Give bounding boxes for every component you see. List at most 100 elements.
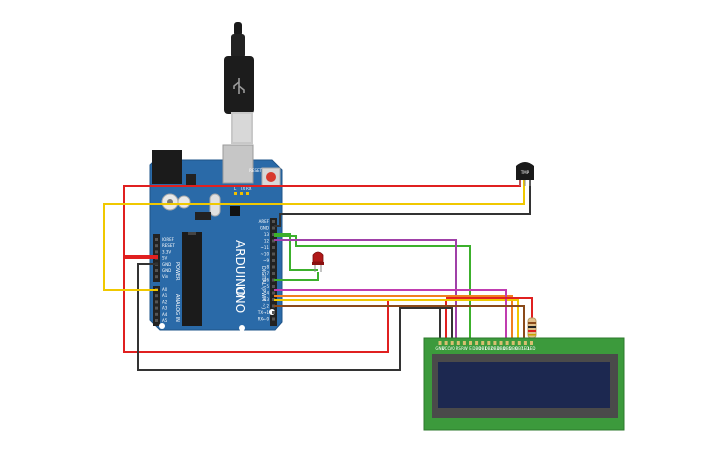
lcd-pin[interactable] [450, 341, 454, 345]
header-pin[interactable] [272, 226, 275, 230]
board-brand: ARDUINO [233, 240, 247, 297]
header-pin[interactable] [155, 250, 158, 254]
lcd-pin[interactable] [523, 341, 527, 345]
usb-port [222, 144, 254, 184]
capacitor [177, 195, 191, 209]
digital-pin-label: ~5 [263, 284, 269, 289]
header-pin[interactable] [272, 272, 275, 275]
header-pin[interactable] [272, 246, 275, 249]
lcd-pin[interactable] [481, 341, 485, 345]
lcd-pin[interactable] [444, 341, 448, 345]
power-pin-label: RESET [162, 243, 175, 248]
lcd-pin[interactable] [493, 341, 497, 345]
digital-pin-label: ~6 [263, 278, 269, 283]
header-pin[interactable] [155, 244, 158, 248]
header-pin[interactable] [272, 285, 275, 288]
lcd-pin-label: DB0 [472, 346, 481, 351]
header-pin[interactable] [155, 312, 158, 316]
header-pin[interactable] [155, 238, 158, 241]
wire-yellow-pin4[interactable] [274, 299, 519, 344]
header-pin[interactable] [155, 300, 158, 304]
power-section-label: POWER [174, 262, 180, 281]
analog-pin-label: A5 [162, 318, 168, 323]
power-pin-label: GND [162, 262, 171, 267]
digital-pin-label: ~10 [261, 252, 270, 257]
wire-yellow-a0-sensor[interactable] [103, 178, 525, 291]
digital-pin-label: GND [260, 226, 269, 231]
wire-black-gnd-sensor[interactable] [274, 178, 531, 227]
lcd-pin[interactable] [517, 341, 521, 345]
header-pin[interactable] [272, 311, 275, 314]
power-pin-label: IOREF [162, 237, 175, 242]
digital-pin-label: 8 [266, 265, 269, 270]
usb-logo-icon [233, 78, 245, 94]
header-pin[interactable] [272, 259, 275, 262]
lcd-pin[interactable] [511, 341, 515, 345]
header-pin[interactable] [155, 275, 158, 279]
lcd-pin[interactable] [456, 341, 460, 345]
header-pin[interactable] [272, 304, 275, 308]
header-pin[interactable] [272, 291, 275, 295]
lcd-pin-label: DB5 [503, 346, 512, 351]
wire-brown-pin2[interactable] [274, 305, 525, 344]
lcd-pin[interactable] [530, 341, 533, 345]
header-pin[interactable] [155, 294, 158, 298]
lcd-pin-label: GND [435, 346, 444, 351]
wire-orange-pin5[interactable] [274, 295, 513, 344]
red-led[interactable] [312, 251, 324, 272]
header-pin[interactable] [155, 306, 158, 310]
wire-magenta-pin3[interactable] [274, 289, 507, 344]
lcd-pin-label: DB4 [497, 346, 506, 351]
lcd-pin[interactable] [462, 341, 466, 345]
wire-black-gnd-lcd-2[interactable] [400, 307, 453, 344]
board-led-2 [246, 192, 249, 195]
header-pin[interactable] [155, 269, 158, 272]
digital-pin-label: ~11 [261, 245, 270, 250]
digital-pin-label: 13 [264, 232, 270, 237]
lcd-pin[interactable] [505, 341, 509, 345]
analog-pin-label: A4 [162, 312, 168, 317]
analog-header[interactable] [153, 286, 160, 326]
wire-green-pin12-lcd[interactable] [274, 235, 471, 344]
digital-pin-label: TX→1 [257, 310, 270, 315]
usb-cable [224, 22, 254, 144]
header-pin[interactable] [272, 317, 275, 321]
reset-button[interactable] [266, 172, 276, 182]
lcd-pin-label: E [469, 346, 472, 351]
board-led-1 [240, 192, 243, 195]
resistor[interactable] [527, 317, 537, 339]
digital-pin-label: 7 [266, 271, 269, 276]
lcd-pin[interactable] [469, 341, 472, 345]
lcd-pin-label: LED [521, 346, 529, 351]
header-pin[interactable] [272, 220, 275, 223]
analog-section-label: ANALOG IN [174, 294, 180, 322]
header-pin[interactable] [272, 252, 275, 256]
header-pin[interactable] [272, 278, 275, 282]
wire-green-pin12-led[interactable] [274, 233, 318, 271]
lcd-pin[interactable] [475, 341, 479, 345]
digital-pin-label: 2 [266, 304, 269, 309]
header-pin[interactable] [272, 265, 275, 269]
lcd-pin-label: DB3 [491, 346, 500, 351]
header-pin[interactable] [272, 233, 275, 236]
lcd-pin-label: VCC [442, 346, 451, 351]
digital-pin-label: ~9 [263, 258, 269, 263]
wire-red-resistor[interactable] [446, 297, 533, 330]
wire-purple-pin11[interactable] [274, 239, 457, 344]
temperature-sensor[interactable]: TMP [516, 162, 534, 186]
header-pin[interactable] [155, 319, 158, 322]
lcd-pin[interactable] [499, 341, 503, 345]
wire-green-led-gnd[interactable] [274, 272, 319, 281]
lcd-pin[interactable] [438, 341, 442, 345]
lcd-pin[interactable] [487, 341, 491, 345]
header-pin[interactable] [272, 239, 275, 243]
wires [103, 178, 533, 371]
header-pin[interactable] [272, 298, 275, 301]
analog-pin-label: A2 [162, 299, 168, 304]
lcd-pin-label: DB1 [479, 346, 488, 351]
power-pin-label: Vin [162, 274, 169, 279]
